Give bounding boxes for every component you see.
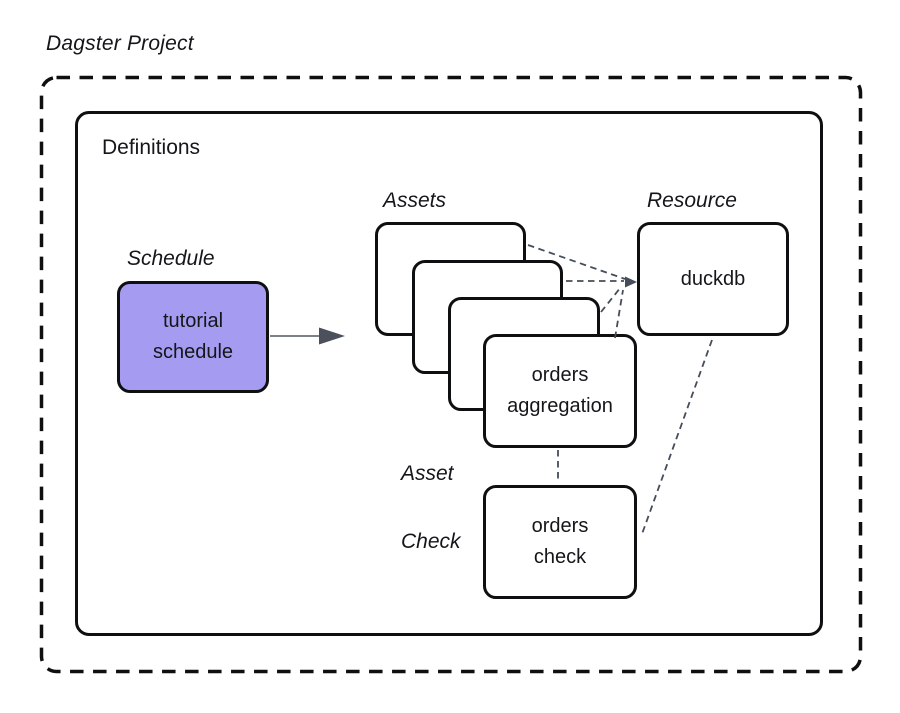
asset-check-label: Asset Check [401,457,461,559]
node-orders-aggregation: orders aggregation [483,334,637,448]
node-tutorial-schedule: tutorial schedule [117,281,269,393]
duckdb-label: duckdb [680,267,746,290]
definitions-container: Definitions [75,111,823,636]
asset-check-label-line1: Asset [401,462,454,485]
definitions-label: Definitions [102,136,201,159]
node-orders-check: orders check [483,485,637,599]
orders-check-line1: orders [531,515,589,537]
assets-label: Assets [383,189,447,212]
orders-aggregation-line2: aggregation [507,395,613,417]
orders-check-line2: check [533,546,587,568]
orders-aggregation-line1: orders [531,364,589,386]
tutorial-schedule-line2: schedule [152,341,234,363]
resource-label: Resource [647,189,737,212]
asset-check-label-line2: Check [401,530,461,553]
diagram-title: Dagster Project [46,32,194,55]
tutorial-schedule-line1: tutorial [162,310,224,332]
schedule-label: Schedule [127,247,215,270]
node-duckdb: duckdb [637,222,789,336]
